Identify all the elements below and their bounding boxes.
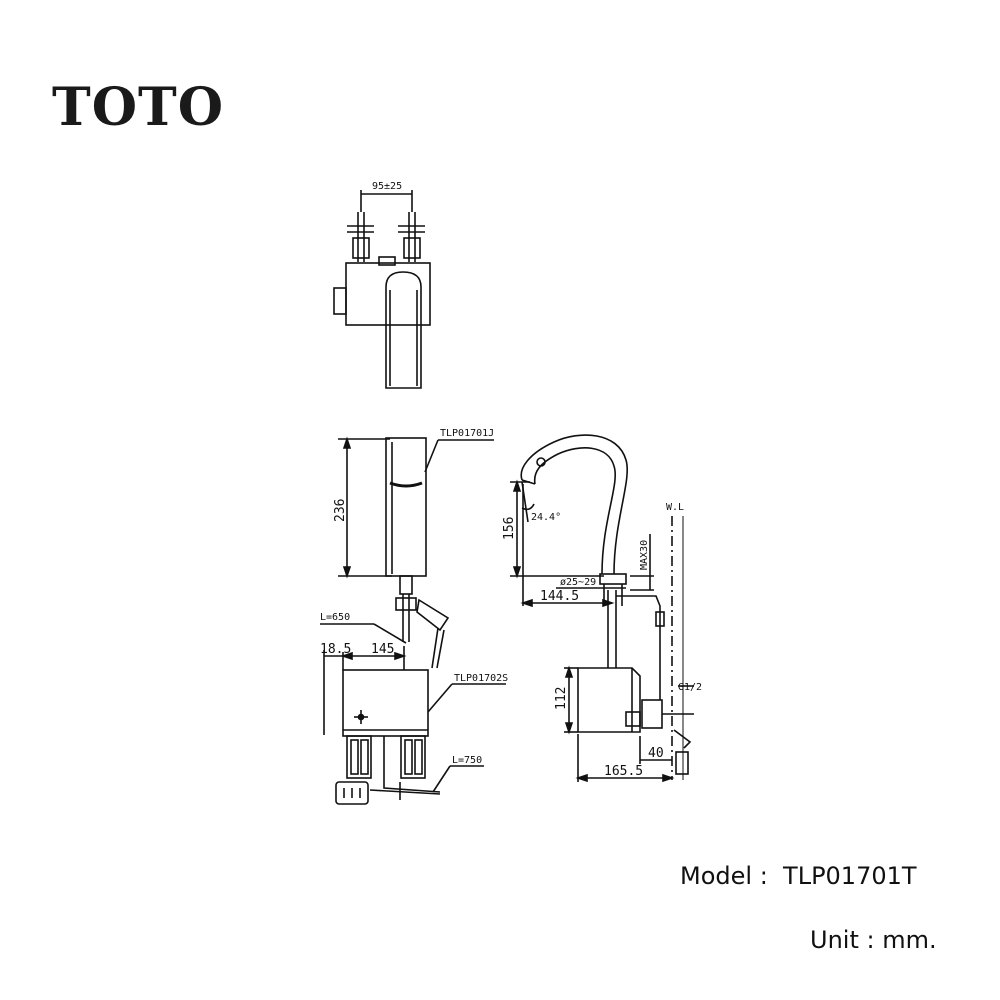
control-box-model-label: TLP01702S [454,673,508,684]
dim-valve-label: 40 [648,746,664,761]
dim-height-label: 236 [333,499,348,522]
top-view [333,190,431,389]
dim-angle-label: 24.4° [531,512,561,523]
dim-spout-height-label: 156 [502,517,517,540]
dim-thickness-label: MAX30 [639,540,650,570]
unit-caption: Unit : mm. [810,926,937,954]
dim-box-height-label: 112 [554,687,569,710]
dim-reach-label: 144.5 [540,589,579,604]
model-caption: Model : TLP01701T [680,862,917,890]
dim-offset-label: 18.5 [320,642,351,657]
dim-width-label: 145 [371,642,394,657]
side-view [510,434,694,783]
front-view [320,436,506,805]
spout-model-label: TLP01701J [440,428,494,439]
dim-depth-label: 165.5 [604,764,643,779]
cable-length-lower-label: L=750 [452,755,482,766]
cable-length-upper-label: L=650 [320,612,350,623]
wall-line-label: W.L [666,502,684,513]
toto-logo: TOTO [52,77,224,138]
dim-hole-label: ø25~29 [560,577,596,588]
thread-label: G1/2 [678,682,702,693]
dim-spacing-label: 95±25 [372,181,402,192]
